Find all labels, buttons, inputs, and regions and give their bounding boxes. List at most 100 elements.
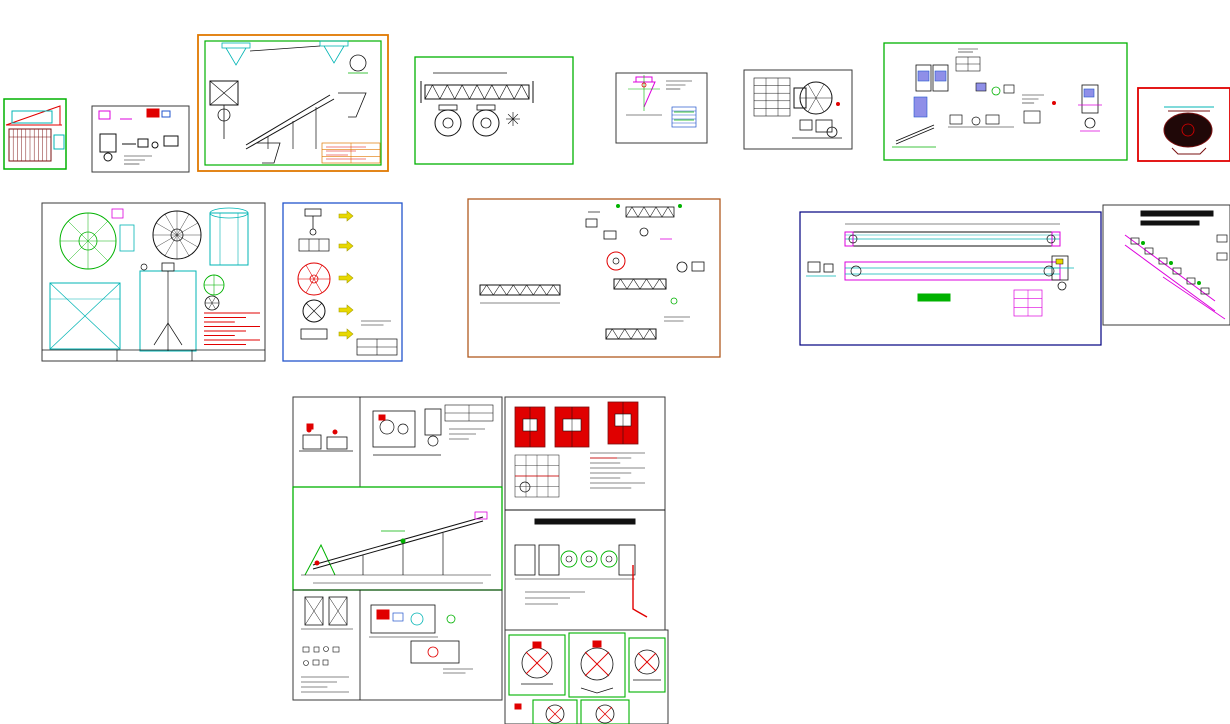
shape-x (49, 282, 121, 350)
shape-r (532, 699, 578, 724)
shape-r (1083, 88, 1095, 98)
shape-r (949, 114, 963, 125)
shape-c (323, 646, 329, 652)
shape-r (322, 659, 329, 666)
shape-c (678, 204, 682, 208)
shape-c (585, 555, 593, 563)
sheet-small-thickener[interactable] (3, 98, 67, 170)
sheet-agitator-parts-frame (282, 202, 403, 362)
sheet-flotation-detail[interactable] (91, 105, 190, 173)
sheet-stairs[interactable] (1102, 204, 1230, 326)
arrow-icon (338, 304, 354, 316)
spoke-line (176, 214, 190, 236)
shape-c (434, 109, 462, 137)
shape-r (161, 262, 175, 272)
shape-c (1052, 101, 1056, 105)
shape-c (1046, 234, 1056, 244)
shape-r (823, 263, 834, 273)
shape-c (616, 204, 620, 208)
arrow-icon (338, 210, 354, 222)
shape-z (625, 206, 675, 218)
shape-r (53, 134, 65, 150)
shape-r (534, 518, 636, 525)
shape-c (427, 646, 439, 658)
shape-r (585, 218, 598, 228)
sheet-ball-mill[interactable] (1137, 87, 1230, 162)
shape-gr (298, 238, 330, 252)
shape-r (476, 104, 496, 111)
shape-r (538, 544, 560, 576)
shape-pl (256, 142, 281, 164)
spoke-line (156, 222, 178, 236)
sheet-crusher-sections[interactable] (504, 396, 666, 631)
shape-r (532, 641, 542, 649)
shape-c (580, 647, 614, 681)
sheet-mill-detail-frame (743, 69, 853, 150)
shape-r (1055, 258, 1064, 265)
shape-x (305, 302, 323, 320)
shape-x (584, 651, 610, 677)
sheet-crushing-plant[interactable] (197, 34, 389, 172)
shape-pl (338, 92, 367, 118)
shape-r (1140, 220, 1200, 226)
shape-r (424, 84, 530, 100)
sheet-screw-conveyor[interactable] (414, 56, 574, 165)
shape-r (592, 640, 602, 648)
shape-e (209, 207, 249, 219)
shape-c (826, 126, 838, 138)
shape-c (427, 435, 439, 447)
arrow-icon (338, 240, 354, 252)
shape-r (799, 119, 813, 131)
shape-r (975, 82, 987, 92)
shape-l (1162, 276, 1226, 320)
shape-c (397, 423, 409, 435)
spoke-line (807, 97, 817, 112)
shape-r (302, 646, 310, 653)
shape-c (565, 555, 573, 563)
sheet-tanks[interactable] (41, 202, 266, 362)
sheet-mixers[interactable] (504, 629, 669, 724)
sheet-screw-parts-frame (467, 198, 721, 358)
shape-r (99, 133, 117, 153)
shape-l (249, 45, 321, 52)
shape-c (410, 612, 424, 626)
sheet-mixers-frame (504, 629, 669, 724)
sheet-screw-conveyor-frame (414, 56, 574, 165)
spoke-line (512, 113, 519, 120)
sheet-mill-detail[interactable] (743, 69, 853, 150)
shape-r (332, 646, 340, 653)
sheet-crushing-plant-frame (197, 34, 389, 172)
sheet-screw-parts[interactable] (467, 198, 721, 358)
shape-r (691, 261, 705, 272)
shape-r (844, 231, 854, 247)
shape-c (606, 251, 626, 271)
shape-x (637, 652, 657, 672)
sheet-multipanel-belt[interactable] (292, 396, 503, 701)
shape-r (49, 282, 121, 350)
shape-c (670, 297, 678, 305)
sheet-stairs-frame (1102, 204, 1230, 326)
shape-r (1023, 110, 1041, 124)
shape-r (514, 544, 536, 576)
shape-pl (632, 565, 648, 618)
shape-c (848, 234, 858, 244)
sheet-equipment-layout[interactable] (883, 42, 1128, 161)
shape-r (1081, 84, 1099, 114)
shape-c (971, 116, 981, 126)
shape-pl (323, 45, 345, 64)
shape-r (474, 511, 488, 520)
sheet-cyclone[interactable] (615, 72, 708, 144)
shape-c (379, 419, 395, 435)
shape-c (1043, 265, 1055, 277)
arrow-icon (338, 272, 354, 284)
shape-r (302, 434, 322, 450)
shape-c (1084, 117, 1096, 129)
shape-c (151, 141, 159, 149)
arrow-icon (338, 328, 354, 340)
shape-r (917, 70, 930, 82)
shape-r (913, 96, 928, 118)
sheet-long-conveyors[interactable] (799, 211, 1102, 346)
sheet-agitator-parts[interactable] (282, 202, 403, 362)
shape-r (300, 328, 328, 340)
